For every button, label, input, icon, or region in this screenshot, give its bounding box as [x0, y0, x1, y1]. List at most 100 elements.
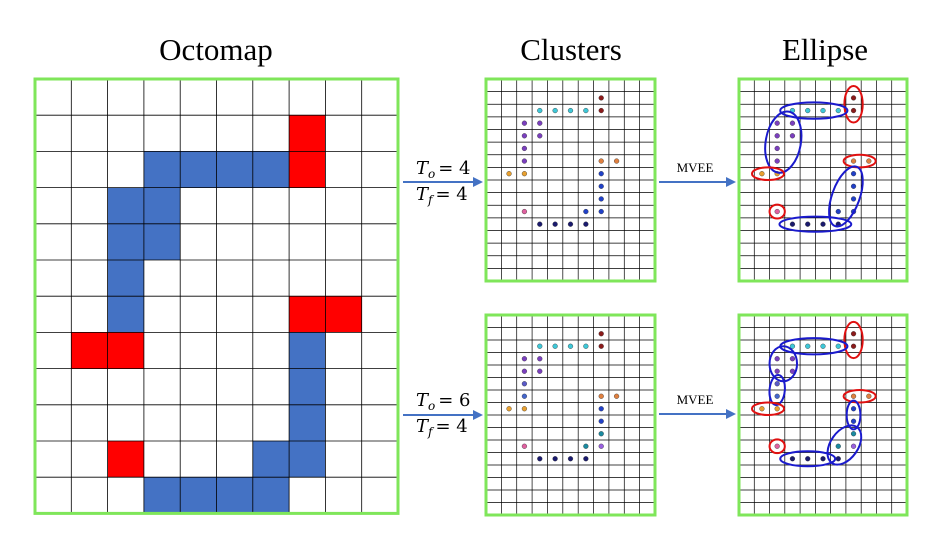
cluster-dot	[805, 221, 811, 227]
to-symbol: T	[416, 390, 430, 411]
cluster-dot	[850, 431, 857, 437]
cluster-dot	[537, 120, 543, 126]
cluster-dot	[521, 120, 528, 126]
occupied-cell	[289, 368, 326, 405]
cluster-dot	[567, 343, 574, 349]
panel-frame	[484, 313, 657, 517]
cluster-dot	[583, 443, 589, 449]
cluster-dot	[805, 456, 811, 462]
frontier-ellipse	[768, 438, 786, 455]
cluster-dot	[598, 393, 604, 399]
cluster-dot	[521, 171, 528, 177]
cluster-dot	[583, 221, 589, 227]
obstacle-ellipse	[778, 215, 853, 233]
obstacle-ellipse	[845, 399, 862, 431]
frontier-cell	[325, 296, 362, 333]
cluster-dot	[850, 183, 857, 189]
cluster-dot	[598, 95, 604, 101]
cluster-dot	[583, 456, 589, 462]
cluster-dot	[552, 221, 558, 227]
octomap-title: Octomap	[159, 32, 273, 67]
cluster-dot	[774, 208, 780, 215]
frontier-cell	[289, 296, 326, 333]
panel-frame	[484, 77, 657, 283]
cluster-dot	[521, 406, 528, 412]
cluster-dot	[521, 381, 528, 387]
frontier-cell	[71, 332, 108, 369]
cluster-dot	[598, 171, 604, 177]
cluster-dot	[835, 107, 841, 114]
cluster-dot	[805, 107, 811, 114]
cluster-dot	[835, 343, 841, 349]
cluster-dot	[850, 158, 857, 164]
cluster-dot	[820, 107, 826, 114]
cluster-dot	[598, 431, 604, 437]
threshold-label-top: To= 4 Tf= 4	[416, 158, 471, 207]
frontier-cell	[107, 441, 144, 478]
cluster-dot	[850, 393, 857, 399]
occupied-cell	[107, 296, 144, 333]
occupied-cell	[252, 477, 290, 514]
cluster-dot	[598, 418, 604, 424]
frontier-ellipse	[843, 320, 864, 360]
occupied-cell	[289, 404, 326, 441]
tf-symbol: T	[416, 416, 430, 437]
panel-frame	[737, 77, 909, 283]
tf-subscript: f	[427, 193, 435, 207]
clusters-title: Clusters	[520, 32, 622, 67]
ellipse-grid-top	[737, 77, 909, 283]
cluster-dot	[521, 393, 528, 399]
cluster-dot	[537, 343, 543, 349]
cluster-dot	[521, 208, 528, 215]
cluster-dot	[598, 331, 604, 337]
cluster-dot	[598, 406, 604, 412]
cluster-dot	[598, 107, 604, 114]
cluster-dot	[537, 133, 543, 139]
tf-subscript: f	[427, 425, 435, 439]
occupied-cell	[216, 477, 253, 514]
cluster-dot	[789, 456, 796, 462]
cluster-dot	[537, 221, 543, 227]
cluster-dot	[537, 456, 543, 462]
occupied-cell	[143, 223, 181, 260]
frontier-ellipse	[843, 84, 864, 124]
cluster-dot	[774, 120, 780, 126]
cluster-dot	[774, 381, 780, 387]
occupied-cell	[252, 441, 290, 478]
to-value: = 6	[438, 390, 470, 411]
cluster-dot	[521, 158, 528, 164]
cluster-dot	[506, 171, 512, 177]
occupied-cell	[143, 187, 181, 224]
cluster-dot	[774, 443, 780, 449]
occupied-cell	[180, 477, 217, 514]
cluster-dot	[774, 368, 780, 374]
cluster-dot	[835, 456, 841, 462]
cluster-dot	[805, 343, 811, 349]
cluster-dot	[598, 208, 604, 215]
octomap-grid	[33, 77, 400, 515]
frontier-ellipse	[750, 166, 786, 181]
frontier-ellipse	[750, 401, 786, 416]
mvee-label-top: MVEE	[677, 160, 714, 175]
cluster-dot	[866, 393, 872, 399]
cluster-dot	[567, 107, 574, 114]
cluster-dot	[759, 406, 765, 412]
frontier-cell	[107, 332, 144, 369]
cluster-dot	[552, 456, 558, 462]
threshold-label-bottom: To= 6 Tf= 4	[416, 390, 471, 439]
cluster-dot	[521, 133, 528, 139]
cluster-dot	[598, 158, 604, 164]
obstacle-ellipse	[768, 374, 786, 406]
cluster-dot	[774, 158, 780, 164]
cluster-dot	[866, 158, 872, 164]
obstacle-ellipse	[779, 101, 849, 120]
ellipse-title: Ellipse	[782, 32, 868, 67]
cluster-dot	[613, 393, 620, 399]
tf-value: = 4	[435, 416, 467, 437]
cluster-dot	[774, 133, 780, 139]
cluster-dot	[613, 158, 620, 164]
cluster-dot	[537, 356, 543, 362]
cluster-dot	[850, 331, 857, 337]
frontier-ellipse	[842, 389, 877, 404]
clusters-grid-bottom	[484, 313, 657, 517]
